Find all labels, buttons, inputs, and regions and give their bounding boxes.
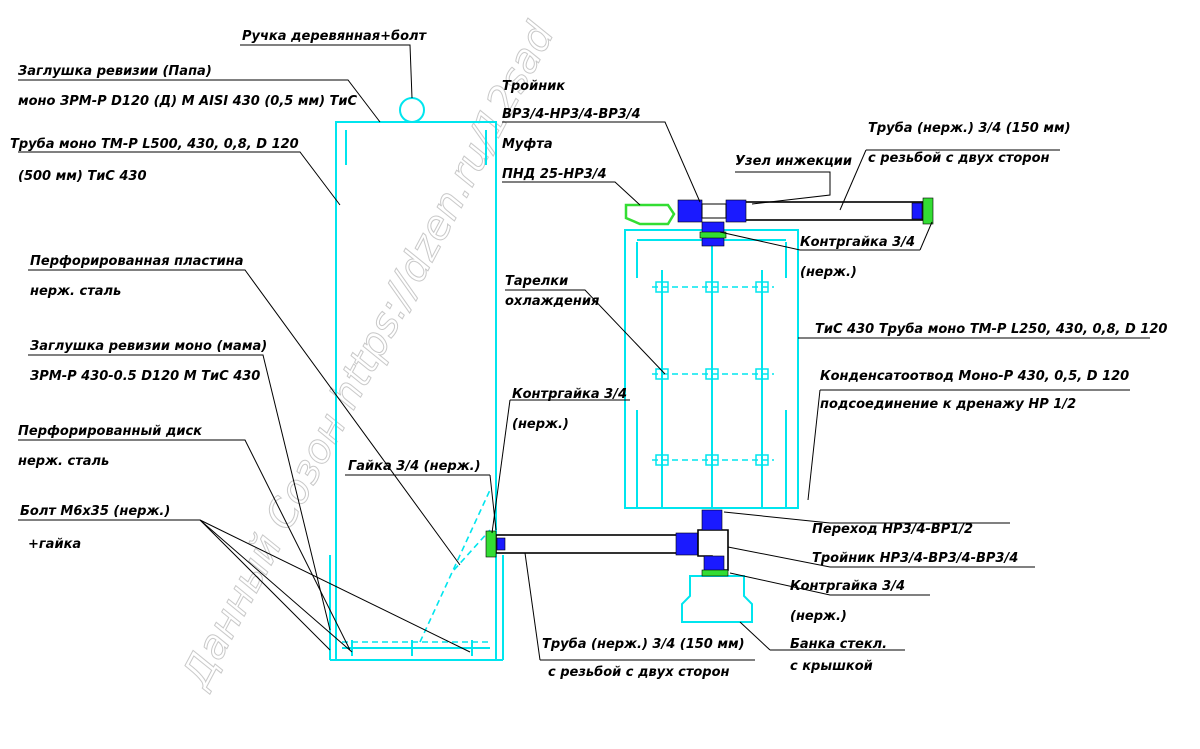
label-pipe150-top-2: с резьбой с двух сторон <box>868 151 1050 166</box>
label-pipe150-bot-2: с резьбой с двух сторон <box>548 665 730 680</box>
handle-knob <box>399 97 425 123</box>
label-coupling-1: Муфта <box>502 137 553 152</box>
label-jar-1: Банка стекл. <box>790 637 887 652</box>
callout-labels: Ручка деревянная+болт Заглушка ревизии (… <box>10 29 1167 680</box>
label-locknut-top-1: Контргайка 3/4 <box>800 235 915 250</box>
label-jar-2: с крышкой <box>790 659 873 674</box>
label-perf-disk-1: Перфорированный диск <box>18 424 203 439</box>
top-pipe-assembly <box>624 197 934 247</box>
label-cap-mama-2: ЗРМ-Р 430-0.5 D120 М ТиС 430 <box>30 369 260 384</box>
label-cap-papa-1: Заглушка ревизии (Папа) <box>18 64 212 79</box>
label-tee-top-2: ВР3/4-НР3/4-ВР3/4 <box>502 107 641 122</box>
label-cap-mama-1: Заглушка ревизии моно (мама) <box>30 339 267 354</box>
label-pipe250: ТиС 430 Труба моно ТМ-Р L250, 430, 0,8, … <box>815 322 1167 337</box>
label-plates-1: Тарелки <box>505 274 568 289</box>
label-tee-top-1: Тройник <box>502 79 566 94</box>
label-pipe500-2: (500 мм) ТиС 430 <box>18 169 147 184</box>
label-adapter: Переход НР3/4-ВР1/2 <box>812 522 973 537</box>
right-column-tube <box>624 229 799 509</box>
label-coupling-2: ПНД 25-НР3/4 <box>502 167 607 182</box>
label-plates-2: охлаждения <box>505 294 599 309</box>
label-locknut-bot-2: (нерж.) <box>790 609 847 624</box>
label-nut: Гайка 3/4 (нерж.) <box>348 459 481 474</box>
label-bolt-1: Болт М6х35 (нерж.) <box>20 504 170 519</box>
label-condensate-2: подсоединение к дренажу НР 1/2 <box>820 397 1076 412</box>
label-condensate-1: Конденсатоотвод Моно-Р 430, 0,5, D 120 <box>820 369 1129 384</box>
label-perf-plate-2: нерж. сталь <box>30 284 121 299</box>
glass-jar <box>681 575 753 623</box>
label-injection: Узел инжекции <box>735 154 852 169</box>
label-locknut-bot-1: Контргайка 3/4 <box>790 579 905 594</box>
bottom-pipe-assembly <box>485 509 729 577</box>
label-locknut-mid-2: (нерж.) <box>512 417 569 432</box>
label-handle: Ручка деревянная+болт <box>242 29 428 44</box>
label-pipe150-bot-1: Труба (нерж.) 3/4 (150 мм) <box>542 637 745 652</box>
label-pipe500-1: Труба моно ТМ-Р L500, 430, 0,8, D 120 <box>10 137 299 152</box>
label-perf-disk-2: нерж. сталь <box>18 454 109 469</box>
label-cap-papa-2: моно ЗРМ-Р D120 (Д) М AISI 430 (0,5 мм) … <box>18 94 358 109</box>
label-bolt-2: +гайка <box>28 537 81 552</box>
label-pipe150-top-1: Труба (нерж.) 3/4 (150 мм) <box>868 121 1071 136</box>
label-locknut-top-2: (нерж.) <box>800 265 857 280</box>
label-locknut-mid-1: Контргайка 3/4 <box>512 387 627 402</box>
label-perf-plate-1: Перфорированная пластина <box>30 254 243 269</box>
label-tee-bottom: Тройник НР3/4-ВР3/4-ВР3/4 <box>812 551 1018 566</box>
leader-lines <box>18 44 1150 661</box>
